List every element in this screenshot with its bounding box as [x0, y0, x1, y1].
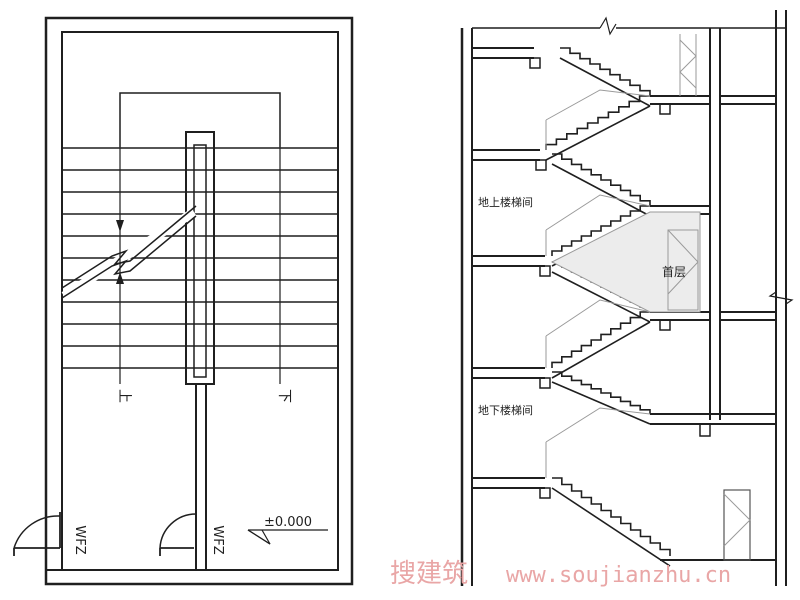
plan-inner-wall [61, 31, 339, 571]
stair-flights [545, 47, 671, 567]
upper-landing-outline [119, 92, 281, 147]
stair-well-outer [185, 131, 215, 385]
up-arrow [116, 147, 124, 384]
label-first-floor: 首层 [662, 265, 686, 279]
up-label: 上 [116, 389, 132, 403]
flight-steps [560, 47, 651, 96]
door-right [159, 513, 197, 556]
bottom-door [723, 489, 751, 561]
stair-plan: 上 下 WFZ WFZ ±0.000 [13, 16, 354, 586]
flight-underside [559, 57, 651, 107]
break-line [61, 205, 197, 300]
flight-underside [551, 163, 651, 217]
flight-underside [551, 381, 651, 425]
floor-slabs [472, 47, 776, 561]
flight-underside [551, 271, 651, 323]
flight-steps [545, 95, 650, 150]
door-tag-left: WFZ [72, 525, 87, 554]
down-label: 下 [276, 389, 292, 403]
stair-well-inner [193, 144, 207, 378]
label-below-ground: 地下楼梯间 [478, 403, 533, 417]
flight-steps [551, 311, 650, 368]
label-above-ground: 地上楼梯间 [478, 195, 533, 209]
door-gap-left [48, 548, 60, 582]
flight-steps [552, 477, 671, 556]
flight-underside [545, 105, 651, 161]
flight-underside [551, 487, 671, 567]
door-gap-right [158, 548, 194, 582]
watermark-url: www.soujianzhu.cn [506, 563, 731, 588]
first-floor-zone [550, 211, 701, 313]
flight-steps [552, 153, 651, 206]
stair-section: 地上楼梯间 首层 地下楼梯间 [460, 10, 794, 586]
door-left [13, 512, 61, 556]
watermark-cn: 搜建筑 [390, 559, 468, 589]
door-tag-right: WFZ [210, 525, 225, 554]
far-flights [545, 34, 697, 478]
flight-steps [552, 371, 651, 414]
elevation-value: ±0.000 [264, 515, 312, 530]
flight-underside [551, 321, 651, 379]
plan-outer-wall [44, 16, 354, 586]
elevation-marker [247, 529, 328, 545]
stair-treads [62, 147, 338, 369]
watermark: 搜建筑 www.soujianzhu.cn [390, 559, 731, 589]
flight-steps [551, 205, 650, 256]
